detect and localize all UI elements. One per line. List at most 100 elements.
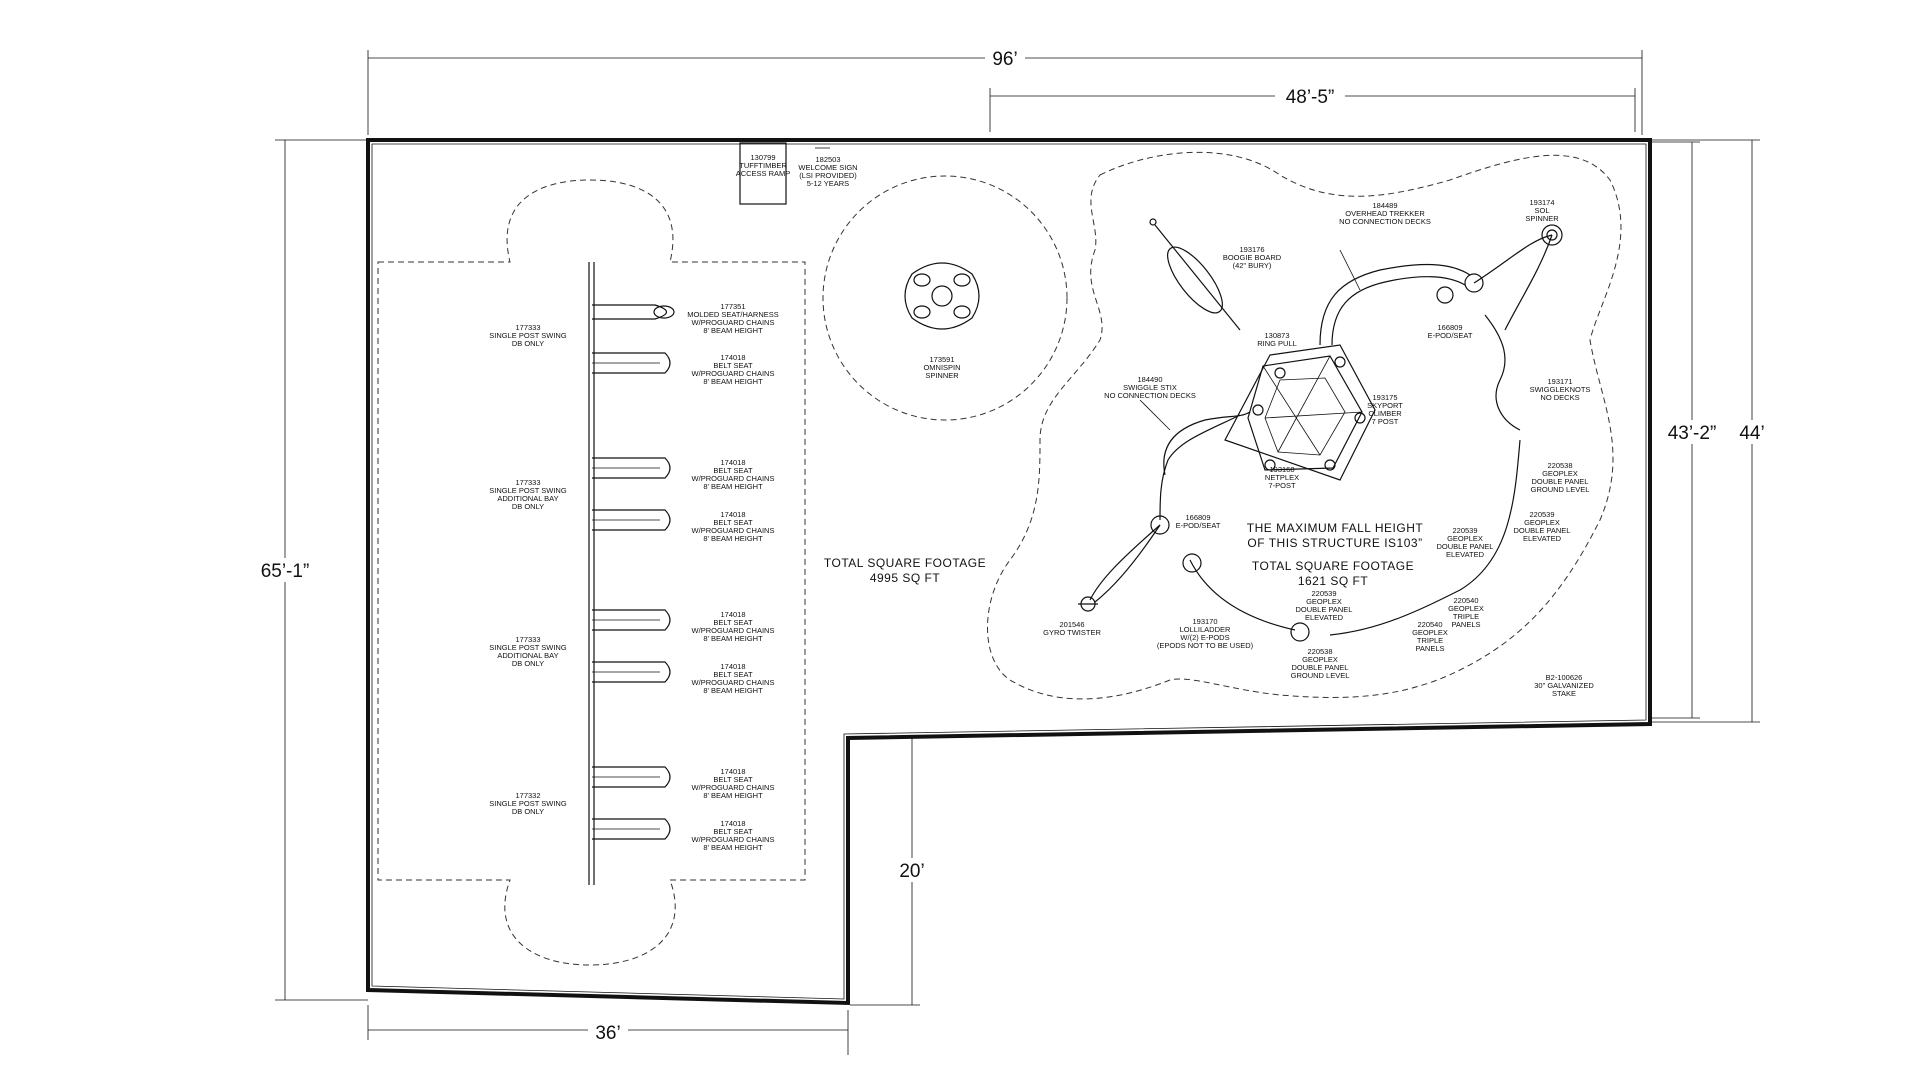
swing-seat <box>592 352 671 374</box>
swing-seat <box>592 457 671 479</box>
entrance: 130799 TUFFTIMBER ACCESS RAMP 182503 WEL… <box>736 142 858 205</box>
component-label-line-3: NO CONNECTION DECKS <box>1339 217 1431 226</box>
component-label-line-3: NO CONNECTION DECKS <box>1104 391 1196 400</box>
swing-seat-label-line-3: W/PROGUARD CHAINS <box>692 783 775 792</box>
component-label-line-1: 166809 <box>1185 513 1210 522</box>
component-label-line-2: GEOPLEX <box>1447 534 1483 543</box>
swing-seat <box>592 818 671 840</box>
swing-seat-label-line-4: 8' BEAM HEIGHT <box>703 534 763 543</box>
surfacing-total-label: TOTAL SQUARE FOOTAGE <box>824 556 986 570</box>
swing-bay-label-line-1: 177333 <box>515 635 540 644</box>
swing-seat-label-line-4: 8' BEAM HEIGHT <box>703 377 763 386</box>
swing-seat-label-line-2: BELT SEAT <box>713 827 753 836</box>
component-label-line-3: DOUBLE PANEL <box>1514 526 1571 535</box>
component-label-line-3: DOUBLE PANEL <box>1532 477 1589 486</box>
component-label-line-1: 193168 <box>1269 465 1294 474</box>
component-label-line-2: SWIGGLEKNOTS <box>1530 385 1591 394</box>
component-label-line-2: GEOPLEX <box>1542 469 1578 478</box>
netplex-icon <box>1224 344 1376 481</box>
epod-seat-icon <box>1436 286 1454 304</box>
component-label-line-3: SPINNER <box>1525 214 1559 223</box>
swing-bay-label-line-1: 177333 <box>515 478 540 487</box>
swing-bay-label-line-2: SINGLE POST SWING <box>489 486 567 495</box>
structure-area-label: TOTAL SQUARE FOOTAGE <box>1252 559 1414 573</box>
site-boundary <box>366 138 1652 1006</box>
swing-seat-label-line-4: 8' BEAM HEIGHT <box>703 686 763 695</box>
component-label-line-4: PANELS <box>1415 644 1444 653</box>
swing-seat-label-line-1: 174018 <box>720 458 745 467</box>
component-label-line-1: 184490 <box>1137 375 1162 384</box>
component-label-line-1: 220539 <box>1311 589 1336 598</box>
structure-area-value: 1621 SQ FT <box>1298 574 1369 588</box>
component-label-line-1: 130873 <box>1264 331 1289 340</box>
component-label-line-3: NO DECKS <box>1540 393 1579 402</box>
component-label-line-1: 220538 <box>1547 461 1572 470</box>
component-label-line-3: DOUBLE PANEL <box>1296 605 1353 614</box>
component-label-line-3: TRIPLE <box>1453 612 1479 621</box>
component-label-line-4: 7 POST <box>1372 417 1399 426</box>
component-label-line-2: GEOPLEX <box>1448 604 1484 613</box>
swing-seat <box>592 766 671 788</box>
component-label-line-2: SKYPORT <box>1367 401 1403 410</box>
swing-seat-label-line-4: 8' BEAM HEIGHT <box>703 482 763 491</box>
swing-seat <box>592 661 671 683</box>
swing-seat-label-line-1: 174018 <box>720 510 745 519</box>
component-label-line-1: 220540 <box>1453 596 1478 605</box>
component-label-line-1: 220539 <box>1529 510 1554 519</box>
component-label-line-2: GEOPLEX <box>1412 628 1448 637</box>
component-label-line-4: GROUND LEVEL <box>1531 485 1590 494</box>
boogie-board-icon <box>1149 218 1241 331</box>
component-label-line-4: ELEVATED <box>1523 534 1562 543</box>
swing-seat-label-line-1: 177351 <box>720 302 745 311</box>
swing-seat-label-line-2: BELT SEAT <box>713 775 753 784</box>
surfacing-total-value: 4995 SQ FT <box>870 571 941 585</box>
swing-seat-label-line-1: 174018 <box>720 662 745 671</box>
overhead-trekker-icon <box>1319 249 1484 346</box>
swing-seat-label-line-3: W/PROGUARD CHAINS <box>692 526 775 535</box>
access-ramp <box>739 142 787 205</box>
component-label-line-3: DOUBLE PANEL <box>1437 542 1494 551</box>
geoplex-chain-icon <box>1329 439 1521 636</box>
component-label-line-1: 166809 <box>1437 323 1462 332</box>
component-label-line-2: GEOPLEX <box>1302 655 1338 664</box>
component-label-line-2: RING PULL <box>1257 339 1297 348</box>
swing-use-zone <box>377 179 806 966</box>
component-label-line-1: 193174 <box>1529 198 1554 207</box>
component-label-line-2: E-POD/SEAT <box>1176 521 1221 530</box>
component-label-line-3: (42" BURY) <box>1233 261 1272 270</box>
swing-seat-label-line-2: MOLDED SEAT/HARNESS <box>687 310 779 319</box>
component-label-line-1: B2-100626 <box>1546 673 1583 682</box>
swing-seat-label-line-2: BELT SEAT <box>713 618 753 627</box>
swing-seat-label-line-1: 174018 <box>720 610 745 619</box>
component-label-line-3: CLIMBER <box>1368 409 1402 418</box>
component-label-line-3: W/(2) E-PODS <box>1180 633 1229 642</box>
swing-bay-label-line-1: 177333 <box>515 323 540 332</box>
component-label-line-4: ELEVATED <box>1446 550 1485 559</box>
component-label-line-2: E-POD/SEAT <box>1428 331 1473 340</box>
component-label-line-3: STAKE <box>1552 689 1576 698</box>
ramp-line-2: TUFFTIMBER <box>739 161 787 170</box>
component-label-line-1: 220538 <box>1307 647 1332 656</box>
swing-bay-label-line-3: DB ONLY <box>512 807 544 816</box>
swing-seat-group <box>592 304 675 840</box>
swing-seat-label-line-2: BELT SEAT <box>713 518 753 527</box>
swing-bay-label-line-4: DB ONLY <box>512 502 544 511</box>
swing-seat-label-line-1: 174018 <box>720 819 745 828</box>
swing-bay-label-line-4: DB ONLY <box>512 659 544 668</box>
swiggle-stix-icon <box>1163 411 1251 476</box>
component-label-line-2: GEOPLEX <box>1524 518 1560 527</box>
swing-seat-label-line-3: W/PROGUARD CHAINS <box>692 318 775 327</box>
swing-seat <box>592 609 671 631</box>
swing-bay-label-line-3: ADDITIONAL BAY <box>497 651 558 660</box>
component-label-line-2: NETPLEX <box>1265 473 1299 482</box>
component-label-line-2: GYRO TWISTER <box>1043 628 1101 637</box>
component-label-line-4: ELEVATED <box>1305 613 1344 622</box>
swing-seat-label-line-3: W/PROGUARD CHAINS <box>692 626 775 635</box>
swing-bay-label-line-2: SINGLE POST SWING <box>489 643 567 652</box>
swing-seat-label-line-4: 8' BEAM HEIGHT <box>703 843 763 852</box>
component-label-line-3: 7-POST <box>1268 481 1296 490</box>
